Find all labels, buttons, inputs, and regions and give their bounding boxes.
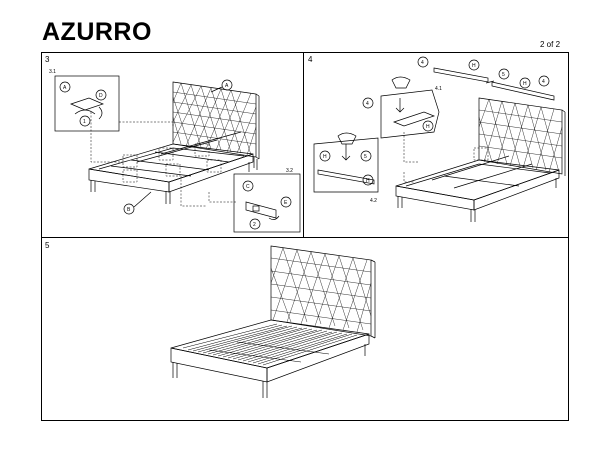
step-4-drawing: 4.1 4.2 4 H 5 H 4 4 H H 5 H: [313, 56, 566, 222]
step-3-1-label: 3.1: [49, 69, 56, 75]
callout-H-top: [468, 59, 480, 71]
step-3-number: 3: [45, 55, 50, 64]
callout-C: [242, 180, 254, 192]
detail-4-2-box: [313, 137, 379, 193]
callout-4-detail: [362, 97, 374, 109]
callout-B: [123, 203, 135, 215]
callout-H-right-text: H: [523, 81, 527, 87]
headboard-quilting: [172, 82, 257, 156]
callout-C-text: C: [246, 184, 250, 190]
page-number: 2 of 2: [540, 40, 561, 49]
callout-4-right: [538, 75, 550, 87]
slats: [182, 323, 358, 366]
detail-3-1-box: [54, 75, 120, 132]
callout-H-detail: [422, 120, 434, 132]
step-4-panel: 4: [304, 52, 569, 238]
bed-frame-front-4: [395, 185, 475, 211]
callout-5-42: [360, 150, 372, 162]
step-5-drawing: [170, 245, 376, 398]
callout-H-top-text: H: [472, 63, 476, 69]
callout-2: [249, 218, 261, 230]
step-4-2-label: 4.2: [370, 198, 377, 204]
callout-1-text: 1: [83, 119, 86, 125]
step-4-number: 4: [308, 55, 313, 64]
slats-diagram: [417, 56, 555, 101]
step-3-panel: 3: [41, 52, 304, 238]
callout-B-text: B: [127, 207, 131, 213]
callout-5-top-text: 5: [502, 72, 505, 78]
headboard-quilting-4: [478, 98, 563, 173]
callout-1: [79, 115, 91, 127]
callout-5-top: [498, 68, 510, 80]
callout-A-left-text: A: [63, 85, 67, 91]
step-3-2-label: 3.2: [286, 168, 293, 174]
detail-3-2-box: [233, 173, 301, 233]
callout-H-42b-text: H: [366, 178, 370, 184]
callout-E-text: E: [284, 200, 288, 206]
bed-frame-front: [88, 168, 170, 193]
step-4-1-label: 4.1: [435, 86, 442, 92]
instructions-frame: [41, 52, 569, 421]
callout-2-text: 2: [253, 222, 256, 228]
callout-5-42-text: 5: [364, 154, 367, 160]
doc-title: AZURRO: [42, 18, 152, 46]
callout-D: [95, 89, 107, 101]
callout-A: [221, 79, 233, 91]
callout-E: [280, 196, 292, 208]
callout-H-detail-text: H: [426, 124, 430, 130]
step-3-drawing: 3.1 3.2 A D 1 C E 2 A B: [49, 69, 301, 233]
step-5-panel: 5: [41, 238, 569, 421]
callout-4-left-text: 4: [421, 60, 424, 66]
callout-H-42-text: H: [323, 154, 327, 160]
callout-A-text: A: [225, 83, 229, 89]
step-5-number: 5: [45, 241, 50, 250]
callout-4-right-text: 4: [542, 79, 545, 85]
callout-4-detail-text: 4: [366, 101, 369, 107]
headboard-panel-4: [478, 97, 563, 175]
callout-D-text: D: [99, 93, 103, 99]
bed-frame-top: [88, 143, 254, 183]
bed-frame-side: [168, 153, 254, 193]
callout-A-left: [59, 81, 71, 93]
detail-4-1-box: [380, 89, 440, 139]
headboard-quilting-5: [270, 247, 372, 333]
callout-4-left: [417, 56, 429, 68]
callout-H-42: [319, 150, 331, 162]
callout-H-right: [519, 77, 531, 89]
